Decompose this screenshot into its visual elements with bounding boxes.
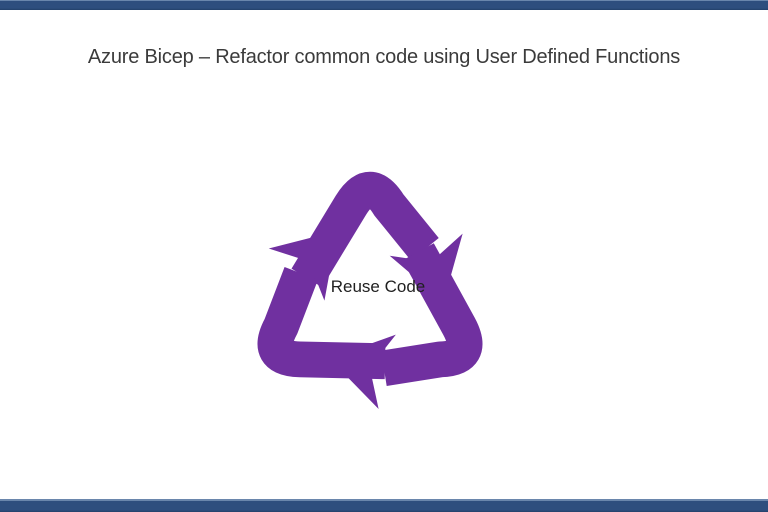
bottom-accent-bar — [0, 499, 768, 512]
slide-title: Azure Bicep – Refactor common code using… — [87, 46, 681, 68]
recycle-arrow-bottom-left — [231, 214, 406, 405]
top-accent-bar — [0, 0, 768, 10]
diagram-center-label: Reuse Code — [330, 277, 426, 296]
recycle-arrow-bottom-right — [320, 240, 495, 431]
